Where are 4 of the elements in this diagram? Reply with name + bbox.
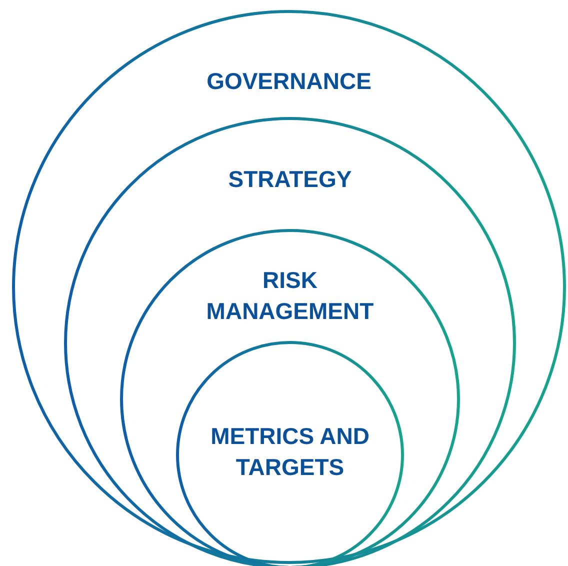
circle-label: GOVERNANCE <box>206 67 372 96</box>
circle-label: RISK MANAGEMENT <box>205 266 375 326</box>
circle-label: METRICS AND TARGETS <box>210 422 370 482</box>
circle-label: STRATEGY <box>227 165 353 194</box>
